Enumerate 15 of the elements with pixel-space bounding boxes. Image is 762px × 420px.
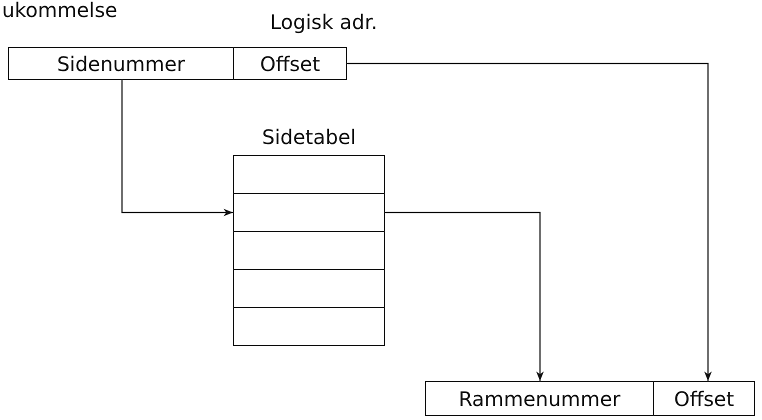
- table-row: [233, 155, 385, 194]
- address-field: Sidenummer: [8, 47, 234, 80]
- arrow: [385, 212, 544, 381]
- clipped-heading: ukommelse: [2, 0, 118, 22]
- table-row: [233, 269, 385, 308]
- table-row: [233, 193, 385, 232]
- arrow: [121, 80, 233, 216]
- table-row: [233, 231, 385, 270]
- address-field: Offset: [233, 47, 347, 80]
- table-title: Sidetabel: [261, 125, 357, 149]
- frame-address-field: Offset: [653, 381, 755, 416]
- table-row: [233, 307, 385, 346]
- frame-address-field: Rammenummer: [425, 381, 654, 416]
- arrow: [347, 62, 712, 381]
- address-title: Logisk adr.: [270, 10, 378, 34]
